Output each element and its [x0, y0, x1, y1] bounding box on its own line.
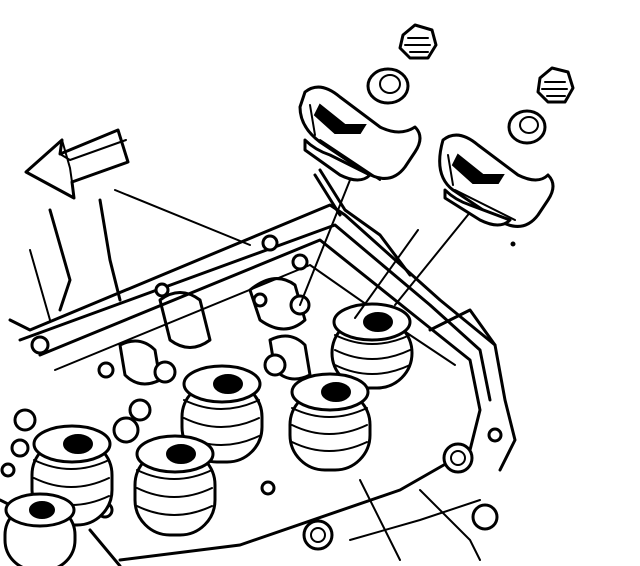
valve-spring-1 [330, 302, 414, 390]
rocker-arm-2 [438, 133, 555, 228]
valve-spring-6 [3, 492, 77, 566]
direction-arrow [24, 128, 130, 200]
rocker-arm-pivot-ball [366, 67, 547, 145]
valve-spring [3, 302, 414, 566]
marker-dot [510, 241, 516, 247]
valve-spring-2 [288, 372, 372, 472]
rocker-stud-detail [10, 253, 312, 458]
valve-spring-4 [133, 434, 217, 537]
rocker-arm-nut [398, 23, 575, 104]
rocker-arm [298, 85, 422, 182]
